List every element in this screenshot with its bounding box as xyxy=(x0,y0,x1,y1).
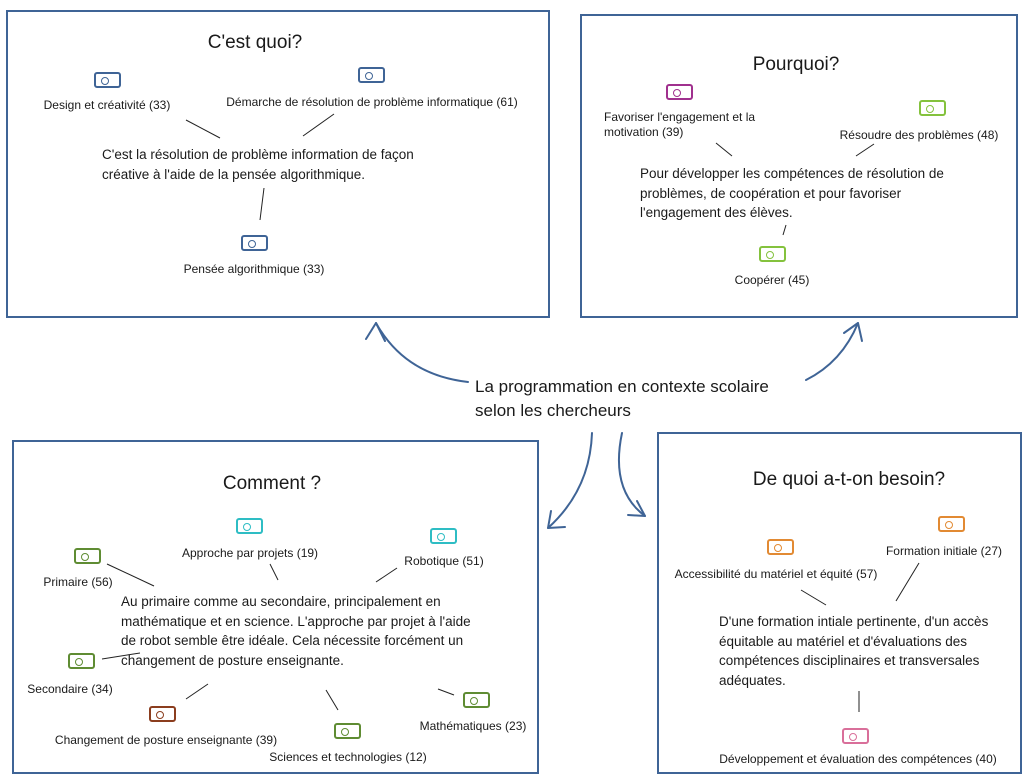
arrow-to-pourquoi xyxy=(805,322,859,381)
tag-label: Robotique (51) xyxy=(404,554,484,568)
panel-title: Pourquoi? xyxy=(752,54,840,75)
panel-pourquoi: Pourquoi? Favoriser l'engagement et la m… xyxy=(580,14,1018,318)
tag-label: Changement de posture enseignante (39) xyxy=(54,733,278,747)
tag-label: Mathématiques (23) xyxy=(419,719,527,733)
tag-icon xyxy=(68,653,95,669)
description: C'est la résolution de problème informat… xyxy=(102,147,414,182)
tag-label: Pensée algorithmique (33) xyxy=(183,262,325,276)
tag-icon xyxy=(666,84,693,100)
tag-label: Primaire (56) xyxy=(43,575,113,589)
tag-label: Sciences et technologies (12) xyxy=(269,750,427,764)
panel-title: C'est quoi? xyxy=(207,32,303,53)
connector-lines xyxy=(715,142,875,236)
tag-icon xyxy=(919,100,946,116)
tag-label: Approche par projets (19) xyxy=(181,546,319,560)
panel-title: Comment ? xyxy=(222,473,322,494)
description: Pour développer les compétences de résol… xyxy=(640,166,944,220)
tag-icon xyxy=(358,67,385,83)
tag-icon xyxy=(463,692,490,708)
central-topic-line2: selon les chercheurs xyxy=(475,401,631,420)
tag-label-line1: Favoriser l'engagement et la xyxy=(604,110,756,124)
arrow-to-de-quoi xyxy=(618,432,646,517)
tag-icon xyxy=(236,518,263,534)
tag-label: Secondaire (34) xyxy=(27,682,113,696)
panel-comment: Comment ? Primaire (56) Approche par pro… xyxy=(12,440,539,774)
tag-label: Design et créativité (33) xyxy=(43,98,171,112)
tag-label: Formation initiale (27) xyxy=(885,544,1003,558)
tag-label: Accessibilité du matériel et équité (57) xyxy=(674,567,878,581)
arrow-to-comment xyxy=(547,432,593,529)
panel-cest-quoi: C'est quoi? Design et créativité (33) Dé… xyxy=(6,10,550,318)
connector-lines xyxy=(185,113,335,221)
tag-icon xyxy=(149,706,176,722)
arrow-to-cest-quoi xyxy=(375,322,469,383)
central-topic-line1: La programmation en contexte scolaire xyxy=(475,377,769,396)
panel-de-quoi: De quoi a-t-on besoin? Accessibilité du … xyxy=(657,432,1022,774)
tag-label: Résoudre des problèmes (48) xyxy=(839,128,999,142)
connector-lines xyxy=(101,563,455,711)
description: D'une formation intiale pertinente, d'un… xyxy=(719,614,989,688)
tag-icon xyxy=(334,723,361,739)
tag-label: Coopérer (45) xyxy=(734,273,810,287)
tag-label: Démarche de résolution de problème infor… xyxy=(226,95,518,109)
tag-label: Développement et évaluation des compéten… xyxy=(719,752,997,766)
connector-lines xyxy=(800,562,920,712)
tag-icon xyxy=(938,516,965,532)
central-topic: La programmation en contexte scolaire se… xyxy=(475,375,769,423)
tag-icon xyxy=(74,548,101,564)
tag-label-line2: motivation (39) xyxy=(604,125,684,139)
panel-title: De quoi a-t-on besoin? xyxy=(752,469,946,490)
tag-icon xyxy=(241,235,268,251)
tag-icon xyxy=(767,539,794,555)
tag-icon xyxy=(94,72,121,88)
tag-icon xyxy=(842,728,869,744)
tag-icon xyxy=(759,246,786,262)
tag-icon xyxy=(430,528,457,544)
tag-label: Favoriser l'engagement et la motivation … xyxy=(604,110,755,140)
description: Au primaire comme au secondaire, princip… xyxy=(121,594,471,668)
